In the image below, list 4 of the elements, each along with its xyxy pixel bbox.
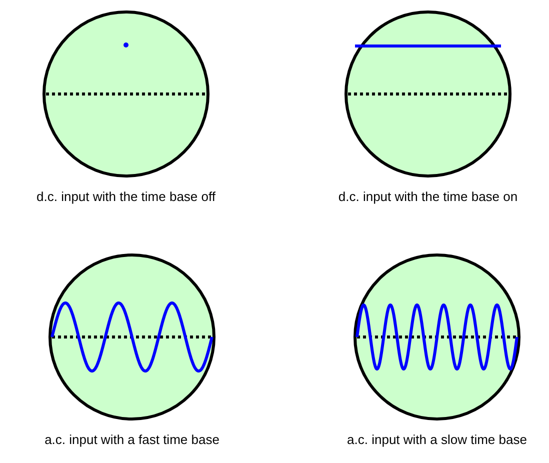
node-label: a.c. input with a fast time base xyxy=(44,432,220,447)
node-label: d.c. input with the time base on xyxy=(338,189,518,204)
node-label: d.c. input with the time base off xyxy=(36,189,216,204)
node-label: a.c. input with a slow time base xyxy=(347,432,527,447)
